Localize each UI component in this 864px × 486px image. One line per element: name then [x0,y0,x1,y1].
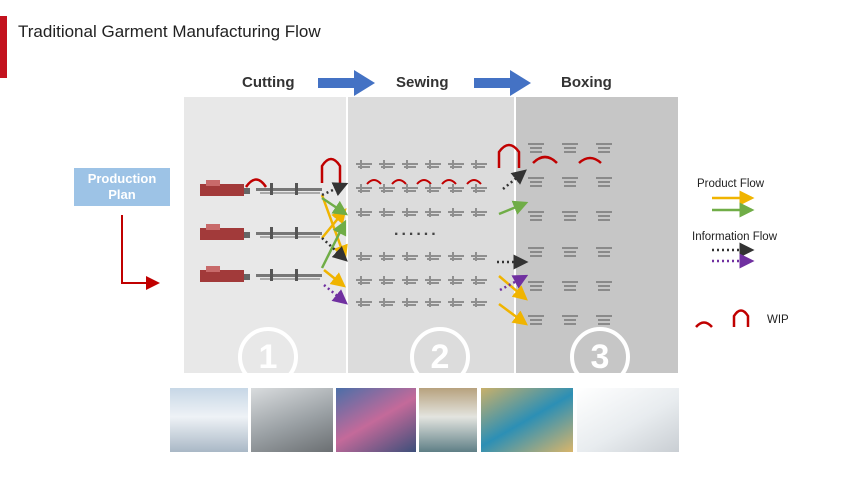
garment-inspection-photo [481,388,573,452]
boxing-station-grid [528,143,612,325]
info-flow-arrow [321,237,348,262]
stage-arrow-icon [474,70,531,96]
product-flow-arrow [498,275,528,301]
title-accent-bar [0,16,7,78]
stage-label-sewing: Sewing [396,74,449,91]
product-flow-arrow [323,269,346,288]
cutting-table-icon [200,180,322,196]
plan-connector-arrow [121,215,160,290]
stage-number-2: 2 [410,327,470,387]
product-flow-arrow [321,208,347,239]
product-flow-arrow [498,200,529,216]
info-flow-arrow [323,284,348,305]
legend-product-flow: Product Flow [697,178,765,190]
legend-information-flow: Information Flow [692,231,778,243]
sewing-ellipsis: ...... [394,222,439,239]
stage-label-boxing: Boxing [561,74,612,91]
sewing-machines-photo [419,388,477,452]
stage-number-1: 1 [238,327,298,387]
wip-icon [416,179,432,185]
wip-icon [441,179,457,185]
sewing-panel [348,97,514,373]
stage-number-3: 3 [570,327,630,387]
product-flow-arrow [321,196,349,216]
sewing-workers-photo [336,388,416,452]
info-flow-arrow [502,169,527,190]
stage-label-cutting: Cutting [242,74,295,91]
factory-floor-photo [170,388,248,452]
folded-shirt-photo [577,388,679,452]
wip-icon [391,179,407,185]
fabric-cutting-photo [251,388,333,452]
legend-wip: WIP [767,314,789,326]
wip-icon [466,179,482,185]
wip-icon [244,143,602,188]
product-flow-arrow [498,302,529,326]
sewing-machine-grid [356,160,487,307]
wip-icon [366,179,382,185]
page-title: Traditional Garment Manufacturing Flow [18,22,321,41]
info-flow-arrow [321,182,349,197]
stage-arrow-icon [318,70,375,96]
production-plan-box: Production Plan [74,168,170,206]
cutting-table-icon [200,224,322,240]
product-flow-arrow [320,219,347,269]
legend-wip-icon [732,309,750,327]
legend-wip-icon [695,321,713,328]
cutting-table-icon [200,266,322,282]
